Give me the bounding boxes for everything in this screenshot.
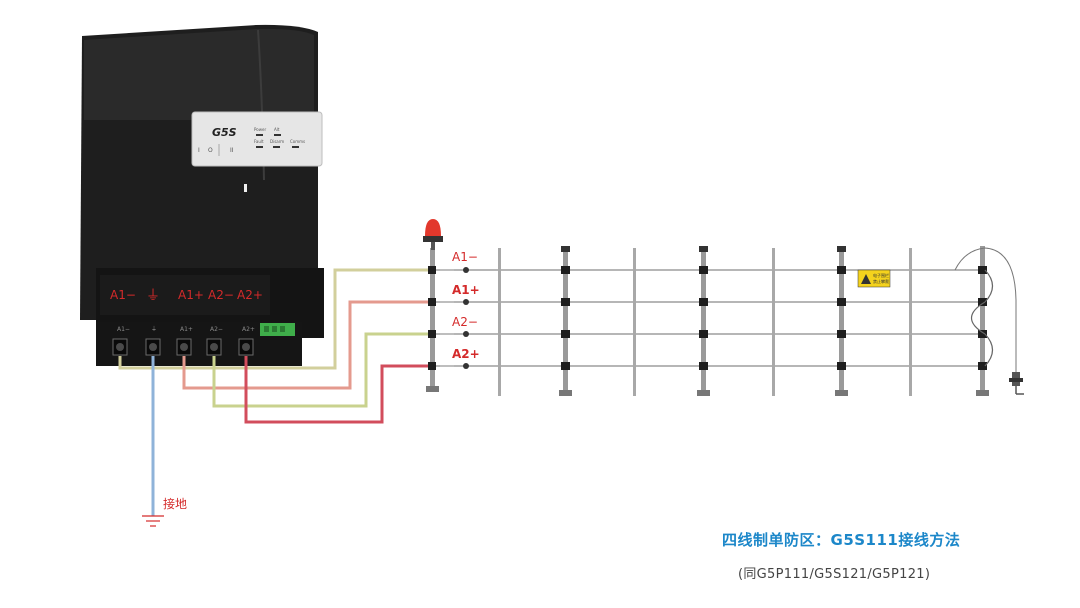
terminal-screw-a2-plus (238, 338, 254, 356)
cable-a1-minus (118, 268, 432, 370)
small-terminal-label: A2+ (242, 326, 255, 333)
switch-label: I (198, 147, 200, 154)
small-terminal-label: A1+ (180, 326, 193, 333)
comms-led (292, 146, 299, 148)
terminal-post (426, 248, 469, 392)
caption-title: 四线制单防区：G5S111接线方法 (722, 531, 961, 549)
ground-label: 接地 (163, 496, 187, 511)
warning-sign-text: 电子围栏 (873, 272, 889, 278)
alarm-beacon-icon (423, 219, 443, 250)
fence-label-a2-minus: A2− (452, 315, 478, 329)
small-terminal-label: A1− (117, 326, 130, 333)
terminal-label-a1-minus: A1− (110, 288, 136, 302)
cables (118, 268, 432, 516)
switch-label: II (230, 147, 234, 154)
small-terminal-label: ⏚ (151, 326, 157, 333)
status-panel: G5S Power Alt Fault Disarm Comms I O II (191, 111, 323, 167)
fence-post-thin (498, 248, 501, 396)
led-label: Disarm (270, 139, 284, 144)
energizer-device: A1− ⏚ A1+ A2− A2+ A1− ⏚ A1+ A2− A2+ G5S … (80, 24, 324, 366)
cable-a2-plus (244, 356, 432, 424)
terminal-screw-a2-minus (206, 338, 222, 356)
small-terminal-label: A2− (210, 326, 223, 333)
fence-label-a2-plus: A2+ (452, 347, 480, 361)
fence-post-insulated (835, 246, 848, 396)
power-led (256, 134, 263, 136)
tensioner-icon (1009, 372, 1024, 395)
warning-sign: 电子围栏 禁止攀爬 (857, 269, 891, 288)
terminal-screw-a1-minus (112, 338, 128, 356)
fault-led (256, 146, 263, 148)
led-label: Fault (254, 139, 264, 144)
terminal-label-a2-plus: A2+ (237, 288, 263, 302)
terminal-screw-a1-plus (176, 338, 192, 356)
disarm-led (273, 146, 280, 148)
fence-post-insulated (697, 246, 710, 396)
fence-post-thin (633, 248, 636, 396)
led-label: Power (254, 127, 266, 132)
led-label: Alt (274, 127, 280, 132)
terminal-screw-ground (145, 338, 161, 356)
end-post (954, 246, 1017, 396)
cable-a2-minus (212, 332, 432, 408)
caption-subtitle: (同G5P111/G5S121/G5P121) (738, 567, 931, 582)
fence-post-insulated (559, 246, 572, 396)
alt-led (274, 134, 281, 136)
fence-label-a1-plus: A1+ (452, 283, 480, 297)
fence-label-a1-minus: A1− (452, 250, 478, 264)
fence-post-thin (772, 248, 775, 396)
ground-symbol-icon (142, 515, 164, 527)
cable-a1-plus (182, 300, 432, 390)
device-logo: G5S (212, 126, 237, 139)
electric-fence: A1− A1+ A2− A2+ (423, 219, 1024, 396)
warning-sign-text: 禁止攀爬 (873, 278, 889, 284)
led-label: Comms (290, 139, 305, 144)
terminal-label-a2-minus: A2− (208, 288, 234, 302)
fence-post-thin (909, 248, 912, 396)
terminal-label-a1-plus: A1+ (178, 288, 204, 302)
switch-label: O (208, 147, 213, 154)
terminal-label-ground: ⏚ (146, 288, 160, 304)
indicator-mark (244, 184, 247, 192)
